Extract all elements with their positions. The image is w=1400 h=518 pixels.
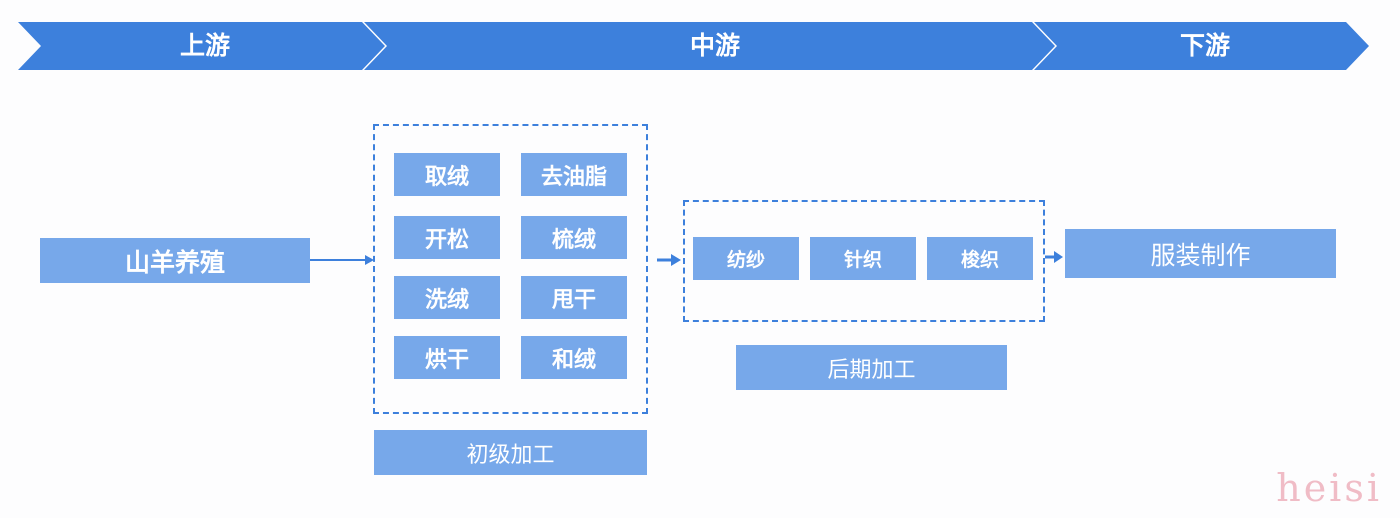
step-knitting: 针织 — [810, 237, 916, 280]
stage-banner — [18, 22, 1369, 70]
step-washing: 洗绒 — [394, 276, 500, 319]
arrow-upstream-to-primary — [310, 255, 374, 265]
secondary-processing-group — [683, 200, 1045, 322]
step-weaving: 梭织 — [927, 237, 1033, 280]
stage-upstream-label: 上游 — [179, 31, 230, 60]
step-combing: 梳绒 — [521, 216, 627, 259]
secondary-processing-caption: 后期加工 — [736, 345, 1007, 390]
primary-processing-group — [373, 124, 648, 414]
step-opening: 开松 — [394, 216, 500, 259]
step-degreasing: 去油脂 — [521, 153, 627, 196]
node-garment-making: 服装制作 — [1065, 229, 1336, 278]
step-cashmere-extraction: 取绒 — [394, 153, 500, 196]
step-drying: 烘干 — [394, 336, 500, 379]
stage-downstream-label: 下游 — [1179, 31, 1230, 60]
arrow-secondary-to-downstream — [1045, 251, 1063, 263]
watermark-text: heisi — [1276, 466, 1382, 510]
stage-downstream-chevron — [1034, 22, 1369, 70]
stage-midstream-chevron — [364, 22, 1055, 70]
step-blending: 和绒 — [521, 336, 627, 379]
step-spin-drying: 甩干 — [521, 276, 627, 319]
stage-upstream-chevron — [18, 22, 385, 70]
step-spinning: 纺纱 — [693, 237, 799, 280]
primary-processing-caption: 初级加工 — [374, 430, 647, 475]
node-goat-farming: 山羊养殖 — [40, 238, 310, 283]
arrow-primary-to-secondary — [657, 254, 681, 266]
stage-midstream-label: 中游 — [689, 31, 740, 60]
